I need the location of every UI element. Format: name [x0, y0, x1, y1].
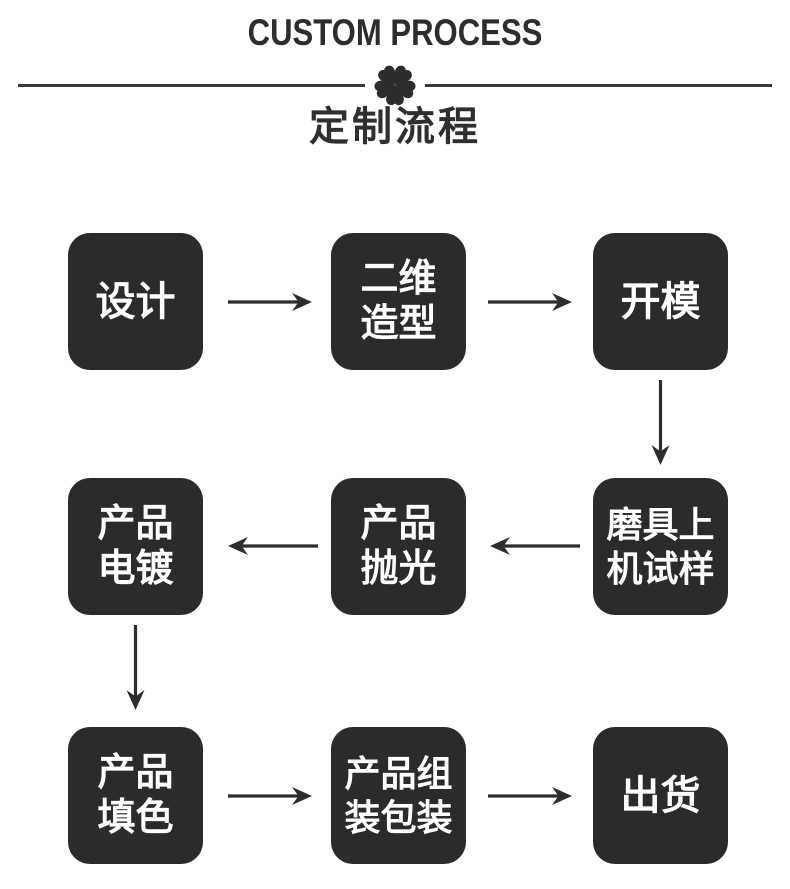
- page-subtitle: 定制流程: [309, 103, 481, 150]
- flow-node-design: 设计: [68, 233, 203, 370]
- flow-node-mold-opening: 开模: [593, 233, 728, 370]
- divider-line-left: [18, 84, 365, 87]
- flow-node-shipping: 出货: [593, 727, 728, 864]
- arrow-mold-opening-to-sampling: [651, 380, 670, 465]
- arrow-sampling-to-polishing: [490, 537, 580, 555]
- arrow-electroplating-to-color-filling: [126, 625, 145, 710]
- flow-node-product-electroplating: 产品 电镀: [68, 478, 203, 615]
- divider: [0, 60, 790, 112]
- arrow-design-to-2d-modeling: [228, 293, 312, 311]
- flow-node-product-assembly-packaging: 产品组 装包装: [331, 727, 466, 864]
- arrow-2d-modeling-to-mold-opening: [488, 293, 572, 311]
- five-petal-flower-icon: [373, 65, 417, 108]
- arrow-polishing-to-electroplating: [228, 537, 318, 555]
- flow-node-mold-on-machine-sampling: 磨具上 机试样: [593, 478, 728, 615]
- divider-line-right: [425, 84, 772, 87]
- flow-node-2d-modeling: 二维 造型: [331, 233, 466, 370]
- page-title: CUSTOM PROCESS: [247, 12, 543, 53]
- arrow-assembly-to-shipping: [488, 787, 572, 805]
- arrow-color-filling-to-assembly: [228, 787, 312, 805]
- flow-node-product-polishing: 产品 抛光: [331, 478, 466, 615]
- flow-node-product-color-filling: 产品 填色: [68, 727, 203, 864]
